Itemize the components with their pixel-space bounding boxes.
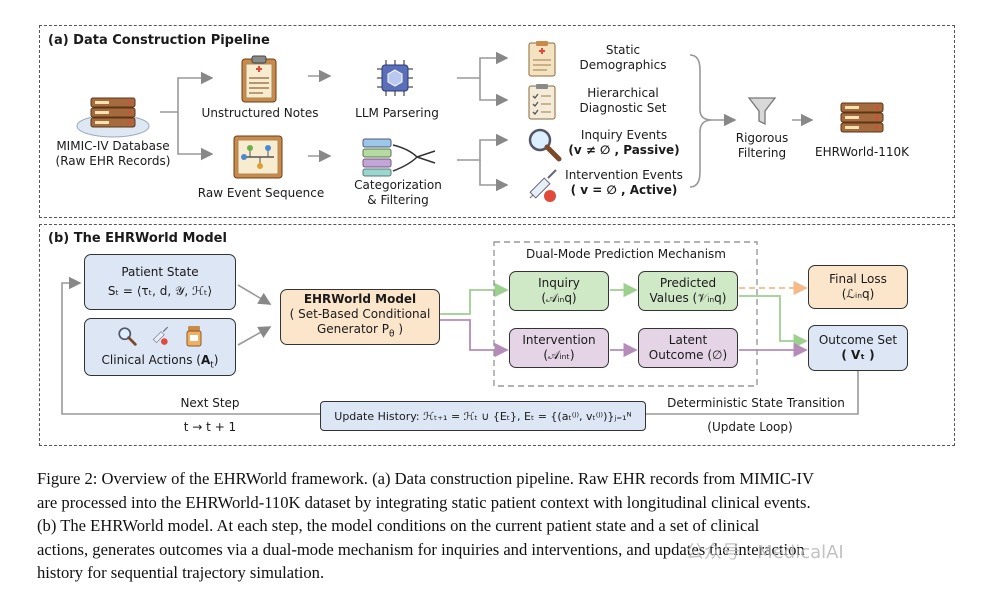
- diagnostic-checklist-icon: [528, 84, 556, 120]
- notes-label: Unstructured Notes: [201, 106, 319, 120]
- model-theta: θ: [388, 329, 395, 340]
- clinical-actions-box: Clinical Actions (At): [84, 318, 236, 376]
- final-loss-box: Final Loss(ℒᵢₙq): [808, 265, 908, 309]
- actions-symbol: A: [200, 353, 211, 367]
- figure-caption: Figure 2: Overview of the EHRWorld frame…: [37, 467, 947, 585]
- categorization-filter-icon: [362, 138, 436, 177]
- llm-label: LLM Parsering: [355, 106, 439, 120]
- magnifier-icon: [118, 327, 137, 346]
- syringe-icon: [529, 169, 557, 202]
- funnel-icon: [747, 97, 777, 126]
- caption-line: actions, generates outcomes via a dual-m…: [37, 539, 805, 559]
- actions-close: ): [213, 353, 219, 367]
- t-step-label: t → t + 1: [183, 420, 237, 434]
- intervention-box: Intervention(𝒜ᵢₙₜ): [509, 328, 609, 368]
- demographics-clipboard-icon: [528, 41, 556, 77]
- source-label: MIMIC-IV Database(Raw EHR Records): [55, 139, 171, 168]
- next-step-label: Next Step: [180, 396, 240, 410]
- panel-a: [39, 25, 955, 218]
- magnifier-icon: [528, 128, 562, 162]
- update-history-box: Update History: ℋₜ₊₁ = ℋₜ ∪ {Eₜ}, Eₜ = {…: [320, 401, 646, 431]
- llm-chip-icon: [377, 60, 413, 96]
- event-sequence-icon: [233, 135, 283, 179]
- inquiry-box: Inquiry(𝒜ᵢₙq): [509, 271, 609, 311]
- actions-subscript: t: [210, 360, 214, 371]
- model-title: EHRWorld Model: [303, 291, 417, 306]
- model-generator: Generator P: [316, 321, 389, 336]
- dual-mode-title: Dual-Mode Prediction Mechanism: [526, 247, 726, 261]
- events-label: Raw Event Sequence: [197, 186, 325, 200]
- model-subtitle: ( Set-Based Conditional: [289, 306, 431, 321]
- clipboard-notes-icon: [241, 55, 277, 103]
- output-server-icon: [840, 102, 884, 133]
- deterministic-label: Deterministic State Transition: [667, 396, 845, 410]
- database-server-icon: [76, 97, 150, 138]
- panel-b: [39, 224, 955, 446]
- output-label: EHRWorld-110K: [815, 145, 909, 159]
- update-loop-label: (Update Loop): [707, 420, 793, 434]
- syringe-icon: [152, 326, 169, 345]
- pill-bottle-icon: [186, 326, 202, 347]
- caption-line: Figure 2: Overview of the EHRWorld frame…: [37, 469, 814, 488]
- inquiry-events-label: Inquiry Events(v ≠ ∅ , Passive): [568, 128, 680, 157]
- clinical-actions-label: Clinical Actions (: [101, 353, 201, 367]
- caption-line: history for sequential trajectory simula…: [37, 563, 325, 583]
- panel-b-title: (b) The EHRWorld Model: [48, 231, 227, 246]
- patient-state-box: Patient State Sₜ = ⟨τₜ, d, 𝒴, ℋₜ⟩: [84, 254, 236, 310]
- watermark: 公众号 · MedicalAI: [686, 542, 844, 563]
- ehrworld-model-box: EHRWorld Model ( Set-Based Conditional G…: [280, 289, 440, 345]
- caption-line: are processed into the EHRWorld-110K dat…: [37, 492, 811, 512]
- categorization-label: Categorization& Filtering: [354, 178, 442, 207]
- outcome-set-box: Outcome Set( Vₜ ): [808, 325, 908, 371]
- intervention-events-label: Intervention Events( v = ∅ , Active): [565, 168, 683, 197]
- panel-a-title: (a) Data Construction Pipeline: [48, 33, 270, 48]
- model-close: ): [394, 321, 403, 336]
- caption-line: (b) The EHRWorld model. At each step, th…: [37, 516, 760, 536]
